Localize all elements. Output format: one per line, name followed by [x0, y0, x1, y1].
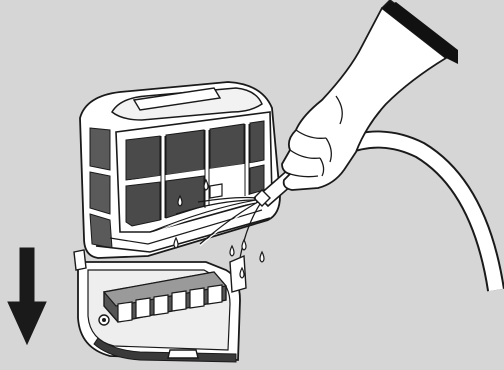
down-arrow-icon: [8, 248, 46, 344]
filter-cage-icon: [80, 82, 280, 258]
filter-housing-icon: [74, 250, 246, 362]
